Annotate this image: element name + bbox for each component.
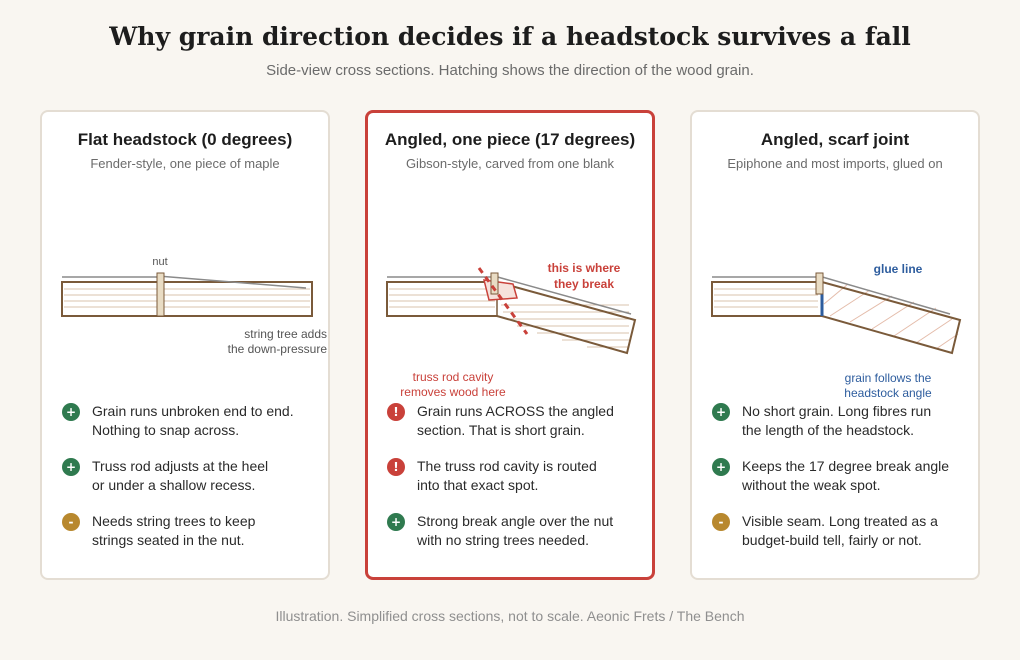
page-subtitle: Side-view cross sections. Hatching shows… (266, 62, 754, 79)
card-angled-one-piece: Angled, one piece (17 degrees) Gibson-st… (365, 110, 655, 580)
alert-icon: ! (387, 458, 405, 476)
minus-icon: - (62, 513, 80, 531)
plus-icon: + (712, 403, 730, 421)
string-line-headstock (157, 275, 307, 289)
plus-icon: + (62, 403, 80, 421)
card-flat-headstock: Flat headstock (0 degrees) Fender-style,… (40, 110, 330, 580)
break-label: this is where (548, 261, 621, 275)
string-line-headstock (493, 275, 632, 315)
nut-label: nut (152, 256, 167, 268)
card-title: Angled, scarf joint (760, 130, 910, 149)
card-title: Flat headstock (0 degrees) (77, 130, 293, 149)
footer-note: Illustration. Simplified cross sections,… (275, 608, 745, 624)
point-text: Grain runs ACROSS the angled section. Th… (417, 403, 614, 438)
nut (490, 272, 499, 295)
string-line-headstock (818, 275, 951, 315)
point-text: Truss rod adjusts at the heel or under a… (92, 458, 269, 493)
scarf-joint-diagram: glue line grain follows the headstock an… (711, 262, 962, 400)
points-list: ! Grain runs ACROSS the angled section. … (387, 402, 637, 567)
minus-icon: - (712, 513, 730, 531)
nut (156, 272, 165, 317)
nut (815, 272, 824, 295)
plus-icon: + (387, 513, 405, 531)
point-text: Grain runs unbroken end to end. Nothing … (92, 403, 294, 438)
grain-follows-label: grain follows the (845, 371, 932, 385)
list-item: + No short grain. Long fibres run the le… (712, 402, 962, 440)
list-item: + Grain runs unbroken end to end. Nothin… (62, 402, 312, 440)
flat-headstock-diagram: nut string tree adds the down-pressure (61, 256, 328, 356)
point-text: Visible seam. Long treated as a budget-b… (742, 513, 938, 548)
card-subtitle: Gibson-style, carved from one blank (405, 156, 615, 171)
list-item: + Keeps the 17 degree break angle withou… (712, 457, 962, 495)
neck-and-headstock-body (61, 281, 313, 317)
cavity-label-2: removes wood here (400, 385, 506, 399)
point-text: No short grain. Long fibres run the leng… (742, 403, 932, 438)
point-text: Keeps the 17 degree break angle without … (742, 458, 950, 493)
angled-grain-hatching (823, 283, 959, 350)
flat-grain-lines (64, 288, 310, 308)
string-tree-label-2: the down-pressure (228, 342, 328, 356)
neck-grain-lines (714, 288, 818, 308)
glue-line-label: glue line (874, 262, 923, 276)
alert-icon: ! (387, 403, 405, 421)
neck-grain-lines (389, 288, 495, 308)
page-title: Why grain direction decides if a headsto… (109, 22, 911, 51)
list-item: + Truss rod adjusts at the heel or under… (62, 457, 312, 495)
point-text: The truss rod cavity is routed into that… (417, 458, 597, 493)
points-list: + No short grain. Long fibres run the le… (712, 402, 962, 567)
one-piece-headstock-diagram: this is where they break truss rod cavit… (386, 261, 637, 399)
cavity-label: truss rod cavity (413, 370, 494, 384)
plus-icon: + (712, 458, 730, 476)
card-title: Angled, one piece (17 degrees) (384, 130, 636, 149)
break-line (477, 267, 529, 335)
card-subtitle: Epiphone and most imports, glued on (727, 156, 943, 171)
point-text: Strong break angle over the nut with no … (417, 513, 614, 548)
card-scarf-joint: Angled, scarf joint Epiphone and most im… (690, 110, 980, 580)
list-item: + Strong break angle over the nut with n… (387, 512, 637, 550)
point-text: Needs string trees to keep strings seate… (92, 513, 256, 548)
points-list: + Grain runs unbroken end to end. Nothin… (62, 402, 312, 567)
list-item: - Visible seam. Long treated as a budget… (712, 512, 962, 550)
break-label-2: they break (554, 277, 614, 291)
card-subtitle: Fender-style, one piece of maple (90, 156, 280, 171)
list-item: - Needs string trees to keep strings sea… (62, 512, 312, 550)
list-item: ! Grain runs ACROSS the angled section. … (387, 402, 637, 440)
list-item: ! The truss rod cavity is routed into th… (387, 457, 637, 495)
scarf-body-outline (711, 281, 962, 355)
string-tree-label: string tree adds (244, 327, 327, 341)
plus-icon: + (62, 458, 80, 476)
grain-follows-label-2: headstock angle (844, 386, 932, 400)
